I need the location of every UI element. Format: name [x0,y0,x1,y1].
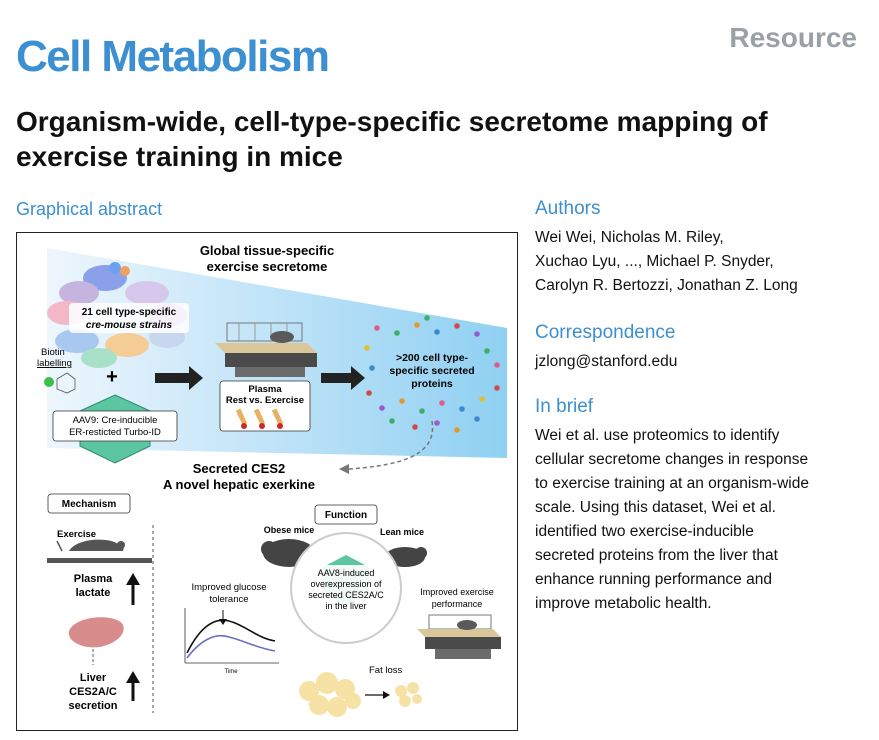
performance-label-line2: performance [432,599,483,609]
correspondence-email[interactable]: jzlong@stanford.edu [535,353,678,370]
proteins-label-line1: >200 cell type- [396,352,469,364]
up-arrow-lactate-icon [126,573,140,605]
authors-line-2: Xuchao Lyu, ..., Michael P. Snyder, [535,253,774,270]
strains-label-line1: 21 cell type-specific [82,307,177,318]
plasma-label-line2: Rest vs. Exercise [226,395,304,406]
arrow-right-1 [155,366,203,390]
biotin-molecule-icon [44,372,76,394]
in-brief-line-3: to exercise training at an organism-wide [535,475,809,492]
treadmill-illustration [215,322,317,377]
aav9-label-line2: ER-resticted Turbo-ID [69,427,161,438]
glucose-label-line2: tolerance [209,594,248,605]
time-axis-label: Time [224,669,238,675]
proteins-label-line3: proteins [411,378,453,390]
in-brief-line-8: improve metabolic health. [535,595,712,612]
article-title: Organism-wide, cell-type-specific secret… [16,106,768,172]
dashed-arrow [348,420,434,470]
lean-mice-label: Lean mice [380,527,424,537]
authors-line-1: Wei Wei, Nicholas M. Riley, [535,229,724,246]
running-mouse-icon [56,539,125,552]
graphical-abstract-heading: Graphical abstract [16,199,163,219]
aav8-label-line4: in the liver [325,601,366,611]
small-treadmill-illustration [417,614,501,659]
in-brief-heading: In brief [535,396,594,417]
proteins-label-line2: specific secreted [389,365,474,377]
performance-label-line1: Improved exercise [420,587,494,597]
blood-tubes-icon [235,408,284,429]
up-arrow-secretion-icon [126,671,140,701]
small-fat-cells-illustration [395,682,422,707]
plus-sign: + [106,366,118,388]
correspondence-section: Correspondence jzlong@stanford.edu [535,322,865,374]
top-title-line1: Global tissue-specific [200,243,334,258]
plasma-label-line1: Plasma [248,384,282,395]
article-type-label: Resource [729,22,857,53]
fat-loss-label: Fat loss [369,665,403,676]
strains-label-line2: cre-mouse strains [86,320,173,331]
in-brief-line-4: scale. Using this dataset, Wei et al. [535,499,776,516]
aav9-label-line1: AAV9: Cre-inducible [73,415,158,426]
treadmill-belt [47,558,152,563]
plasma-lactate-line1: Plasma [74,573,113,585]
aav8-label-line3: secreted CES2A/C [308,590,384,600]
ces2-title-line2: A novel hepatic exerkine [163,477,315,492]
authors-heading: Authors [535,198,601,219]
fat-cells-illustration [299,672,361,717]
biotin-label-line2: labelling [37,358,72,369]
authors-section: Authors Wei Wei, Nicholas M. Riley, Xuch… [535,198,865,298]
function-label: Function [325,510,367,521]
liver-label-line1: Liver [80,672,107,684]
in-brief-line-6: secreted proteins from the liver that [535,547,778,564]
glucose-tolerance-chart [184,608,279,664]
secreted-proteins-dots [364,315,500,433]
exercise-label: Exercise [57,529,96,540]
authors-line-3: Carolyn R. Bertozzi, Jonathan Z. Long [535,277,798,294]
liver-label-line3: secretion [69,700,118,712]
in-brief-line-2: cellular secretome changes in response [535,451,809,468]
journal-name: Cell Metabolism [16,32,330,81]
liver-label-line2: CES2A/C [69,686,117,698]
glucose-label-line1: Improved glucose [192,582,267,593]
aav8-label-line1: AAV8-induced [318,568,375,578]
aav8-label-line2: overexpression of [310,579,382,589]
plasma-lactate-line2: lactate [76,587,111,599]
ces2-title-line1: Secreted CES2 [193,461,286,476]
in-brief-section: In brief Wei et al. use proteomics to id… [535,396,865,616]
mechanism-label: Mechanism [62,499,117,510]
in-brief-line-5: identified two exercise-inducible [535,523,754,540]
obese-mice-label: Obese mice [264,525,315,535]
mouse-strains-illustration [47,262,189,368]
in-brief-line-1: Wei et al. use proteomics to identify [535,427,780,444]
arrow-right-2 [321,366,365,390]
graphical-abstract-figure: Global tissue-specific exercise secretom… [16,232,518,731]
liver-icon [68,617,124,648]
correspondence-heading: Correspondence [535,322,676,343]
top-title-line2: exercise secretome [207,259,328,274]
in-brief-line-7: enhance running performance and [535,571,772,588]
biotin-label-line1: Biotin [41,347,65,358]
